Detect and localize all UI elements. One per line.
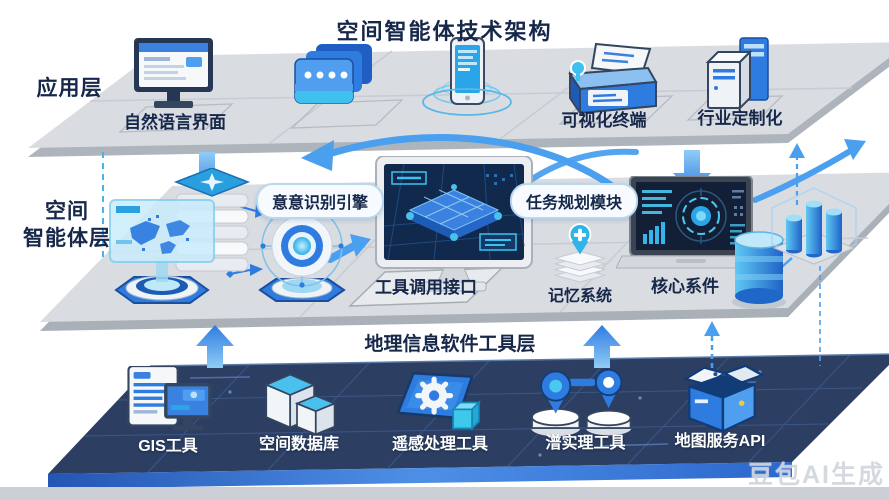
watermark: 豆包AI生成: [748, 461, 886, 489]
agent-module-label-core: 核心系件: [651, 277, 719, 296]
diagram-title: 空间智能体技术架构: [336, 19, 553, 44]
server-tower-icon: [705, 37, 769, 111]
agent-module-label-memory: 记忆系统: [547, 288, 612, 305]
bar-chart-3d-icon: [771, 187, 857, 265]
tool-api-label: 工具调用接口: [375, 278, 477, 297]
tool-item-label-remote-sensing: 遥感处理工具: [391, 436, 488, 453]
up-arrow-left: [196, 325, 234, 368]
link-holo-to-radar: [226, 264, 263, 278]
chip-monitor-icon: [375, 156, 533, 292]
app-item-label-visual-terminal: 可视化终端: [561, 111, 647, 130]
dashed-link-top-right: [789, 143, 805, 205]
remote-sensing-gear-icon: [396, 371, 482, 431]
app-item-label-industry-custom: 行业定制化: [697, 109, 783, 128]
tool-item-label-processing: 潽实理工具: [545, 435, 626, 452]
task-planning-pill: 任务规划模块: [510, 183, 639, 219]
laptop-dashboard-icon: [616, 176, 766, 269]
map-pins-icon: [531, 368, 632, 437]
tool-layer-title: 地理信息软件工具层: [364, 334, 536, 355]
application-layer-label: 应用层: [36, 77, 103, 100]
curved-arrow-right: [752, 139, 866, 203]
radar-target-icon: [258, 204, 346, 302]
printer-icon: [568, 42, 658, 115]
dashed-up-arrow: [704, 321, 720, 368]
tool-item-label-gis: GIS工具: [138, 438, 198, 455]
memory-stack-icon: [553, 223, 607, 283]
database-cylinder-icon: [732, 231, 786, 309]
holographic-map-display-icon: [109, 199, 215, 304]
monitor-icon: [134, 38, 213, 108]
map-service-box-icon: [682, 364, 766, 434]
tool-item-label-spatial-db: 空间数据库: [258, 436, 339, 453]
phone-signal-icon: [422, 37, 512, 116]
gis-tools-icon: [127, 366, 212, 431]
curved-arrow-mid-right: [519, 148, 639, 189]
tool-item-label-map-api: 地图服务API: [674, 433, 766, 450]
app-item-label-nl-interface: 自然语言界面: [124, 113, 226, 132]
intent-engine-pill: 意意识别引擎: [256, 183, 385, 219]
agent-layer-label: 空间 智能体层: [23, 200, 111, 250]
cards-stack-icon: [294, 44, 372, 104]
spatial-database-boxes-icon: [264, 373, 337, 436]
curved-arrow-left: [301, 134, 616, 190]
up-arrow-mid: [583, 325, 621, 368]
